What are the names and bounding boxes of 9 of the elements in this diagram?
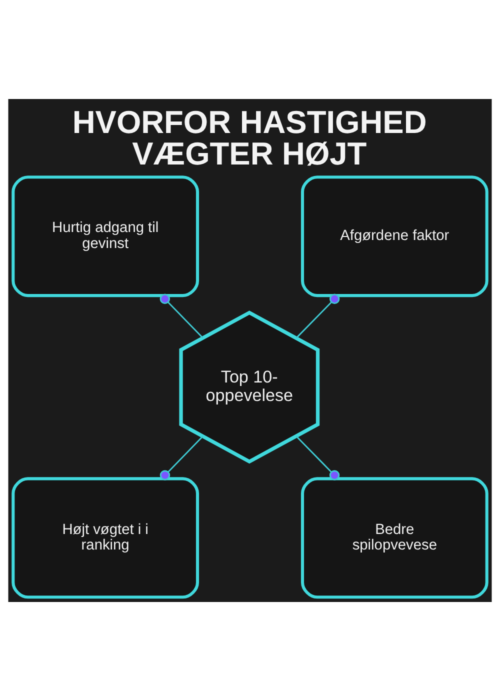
connector	[160, 293, 204, 338]
node-box: Hurtig adgang til gevinst	[12, 175, 200, 297]
connector	[160, 436, 204, 480]
node-box: Bedre spilopvevese	[300, 476, 488, 598]
connector	[296, 436, 340, 480]
connector	[296, 293, 340, 338]
node-box: Højt vøgtet i i ranking	[12, 476, 200, 598]
diagram-title: HVORFOR HASTIGHED VÆGTER HØJT	[72, 103, 427, 172]
node-box: Afgørdene faktor	[300, 175, 488, 297]
